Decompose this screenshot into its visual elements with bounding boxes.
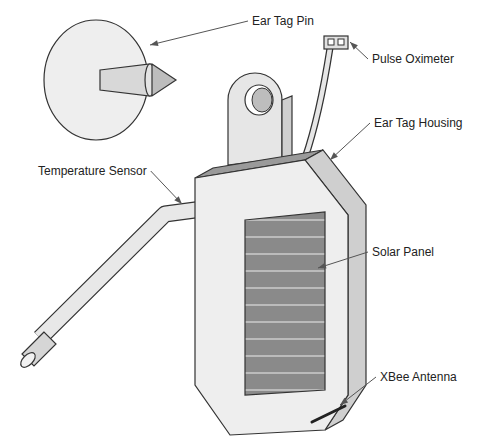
part-label: Ear Tag Housing — [374, 116, 463, 130]
leader-arrowhead — [350, 42, 358, 50]
leader-arrowhead — [150, 40, 158, 46]
leader-line — [151, 171, 182, 204]
ear-tag-housing — [195, 150, 366, 435]
leader-arrowhead — [318, 263, 327, 269]
leader-arrowhead — [330, 152, 338, 160]
part-label: Temperature Sensor — [38, 164, 147, 178]
part-label: Solar Panel — [372, 245, 434, 259]
pulse-oximeter — [305, 36, 348, 158]
solar-panel — [245, 212, 325, 395]
temperature-sensor — [18, 208, 210, 370]
leader-line — [150, 21, 248, 45]
part-label: Ear Tag Pin — [252, 14, 314, 28]
part-label: Pulse Oximeter — [372, 52, 454, 66]
leader-arrowhead — [340, 398, 348, 405]
leader-arrowhead — [174, 196, 182, 204]
part-label: XBee Antenna — [380, 370, 457, 384]
leader-line — [350, 42, 368, 59]
xbee-antenna — [312, 406, 345, 422]
leader-line — [318, 252, 368, 268]
tag-loop — [228, 73, 292, 165]
leader-line — [330, 123, 370, 160]
ear-tag-pin — [44, 20, 176, 140]
leader-line — [340, 377, 376, 405]
